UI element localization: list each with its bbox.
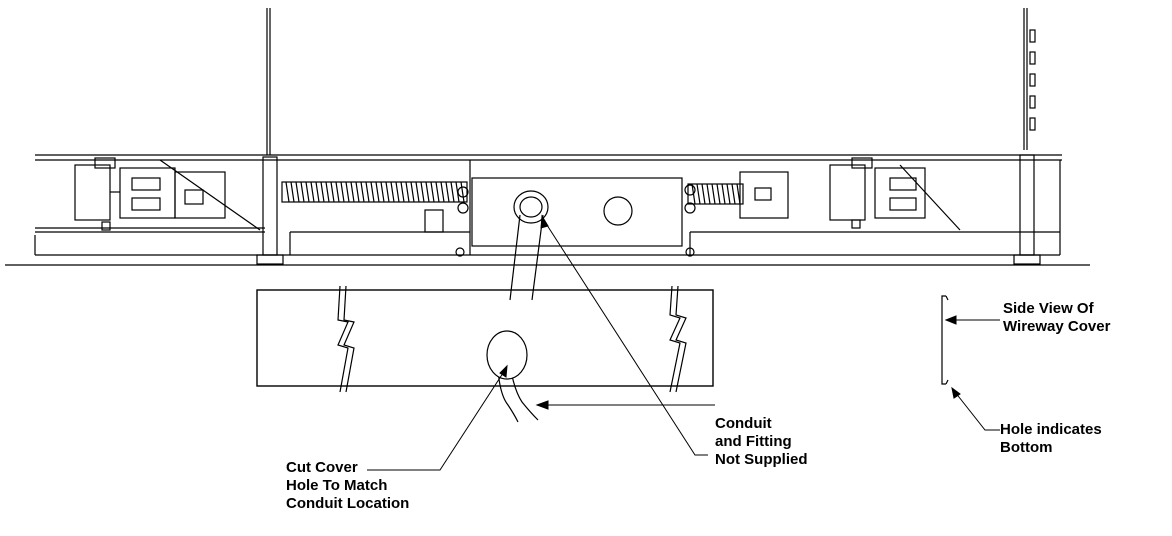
conduit-coil-ridge <box>711 183 716 205</box>
label-hole-indicates-bottom: Hole indicates Bottom <box>1000 421 1102 457</box>
conduit-coil-ridge <box>400 181 405 203</box>
conduit-coil-ridge <box>731 183 736 205</box>
label-conduit-line3: Not Supplied <box>715 451 808 468</box>
conduit-coil-ridge <box>375 181 380 203</box>
conduit-fitting <box>513 190 549 224</box>
leader-conduit-pipe <box>535 400 715 410</box>
conduit-coil-ridge <box>310 181 315 203</box>
conduit-coil-ridge <box>365 181 370 203</box>
label-cut-cover: Cut Cover Hole To Match Conduit Location <box>286 459 409 513</box>
conduit-coil-ridge <box>385 181 390 203</box>
label-side-view-line1: Side View Of <box>1003 300 1094 317</box>
leader-conduit-fitting <box>540 214 708 456</box>
left-bracket-assembly <box>74 157 226 231</box>
label-conduit-line1: Conduit <box>715 415 772 432</box>
conduit-coil-ridge <box>415 181 420 203</box>
conduit-coil-ridge <box>330 181 335 203</box>
label-cut-cover-line2: Hole To Match <box>286 477 388 494</box>
conduit-coil-ridge <box>390 181 395 203</box>
label-cut-cover-line1: Cut Cover <box>286 459 358 476</box>
label-side-view-line2: Wireway Cover <box>1003 318 1111 335</box>
label-hole-line2: Bottom <box>1000 439 1053 456</box>
flex-conduit-right <box>687 183 744 205</box>
conduit-coil-ridge <box>405 181 410 203</box>
conduit-coil-ridge <box>395 181 400 203</box>
conduit-coil-ridge <box>380 181 385 203</box>
right-bracket-assembly <box>739 157 926 229</box>
conduit-coil-ridge <box>300 181 305 203</box>
label-cut-cover-line3: Conduit Location <box>286 495 410 512</box>
conduit-coil-ridge <box>305 181 310 203</box>
label-side-view-wireway-cover: Side View Of Wireway Cover <box>1003 300 1110 336</box>
conduit-coil-ridge <box>360 181 365 203</box>
leveling-foot-left <box>256 156 284 265</box>
conduit-coil-ridge <box>320 181 325 203</box>
conduit-coil-ridge <box>721 183 726 205</box>
conduit-coil-ridge <box>445 181 450 203</box>
conduit-coil-ridge <box>410 181 415 203</box>
flex-conduit-left <box>281 181 468 203</box>
wireway-cover-panel <box>256 285 714 393</box>
label-hole-line1: Hole indicates <box>1000 421 1102 438</box>
conduit-coil-ridge <box>345 181 350 203</box>
conduit-coil-ridge <box>440 181 445 203</box>
label-conduit-not-supplied: Conduit and Fitting Not Supplied <box>715 415 808 469</box>
conduit-coil-ridge <box>435 181 440 203</box>
leveling-foot-right <box>1013 154 1041 265</box>
base-frame <box>5 154 1090 266</box>
conduit-coil-ridge <box>295 181 300 203</box>
conduit-coil-ridge <box>290 181 295 203</box>
cabinet-left-edge <box>266 8 271 155</box>
leader-side-view <box>944 315 1000 325</box>
conduit-coil-ridge <box>425 181 430 203</box>
conduit-coil-ridge <box>696 183 701 205</box>
conduit-coil-ridge <box>315 181 320 203</box>
side-view-wireway-cover <box>941 295 949 385</box>
conduit-coil-ridge <box>736 183 741 205</box>
conduit-coil-ridge <box>420 181 425 203</box>
conduit-coil-ridge <box>350 181 355 203</box>
conduit-coil-ridge <box>460 181 465 203</box>
conduit-coil-ridge <box>726 183 731 205</box>
cabinet-right-edge <box>1023 8 1036 150</box>
conduit-coil-ridge <box>450 181 455 203</box>
conduit-coil-ridge <box>716 183 721 205</box>
conduit-coil-ridge <box>325 181 330 203</box>
conduit-coil-ridge <box>355 181 360 203</box>
conduit-coil-ridge <box>335 181 340 203</box>
junction-box <box>424 177 696 257</box>
conduit-coil-ridge <box>706 183 711 205</box>
label-conduit-line2: and Fitting <box>715 433 792 450</box>
conduit-coil-ridge <box>340 181 345 203</box>
conduit-coil-ridge <box>430 181 435 203</box>
conduit-coil-ridge <box>701 183 706 205</box>
conduit-coil-ridge <box>370 181 375 203</box>
leader-cut-cover <box>367 364 508 471</box>
conduit-coil-ridge <box>285 181 290 203</box>
leader-hole-indicates <box>951 386 1000 431</box>
